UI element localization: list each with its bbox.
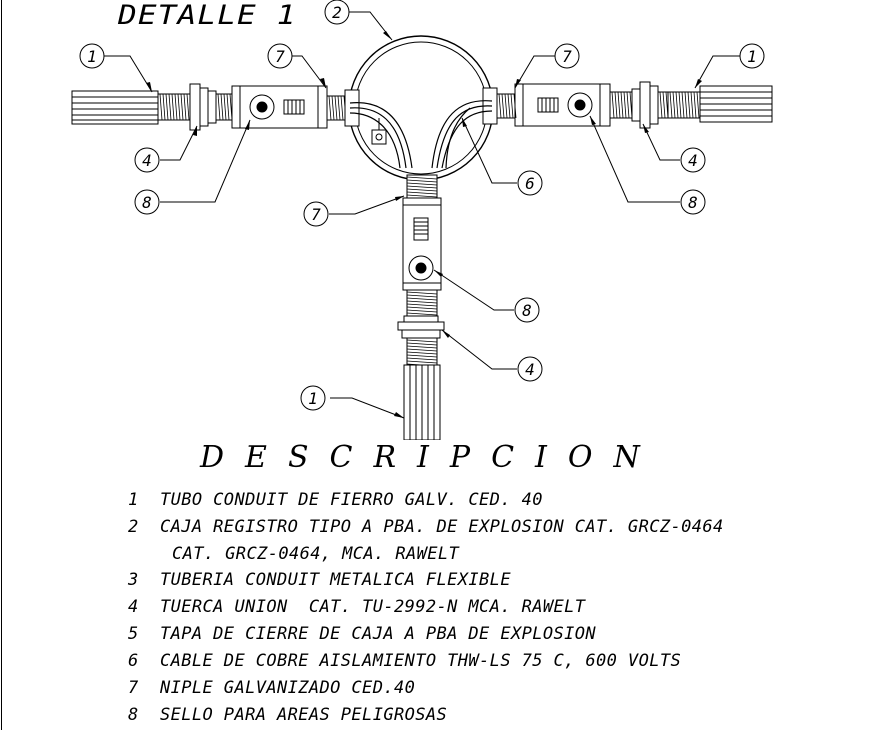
legend-item: 1 TUBO CONDUIT DE FIERRO GALV. CED. 40 (128, 487, 724, 514)
legend-number: 4 (128, 597, 139, 617)
legend-item: 5 TAPA DE CIERRE DE CAJA A PBA DE EXPLOSI… (128, 621, 724, 648)
left-conduit-tube (71, 90, 159, 125)
callout-4-left: 4 (134, 147, 160, 173)
callout-1-right: 1 (739, 43, 765, 69)
legend-number: 8 (128, 705, 139, 725)
svg-text:1: 1 (87, 47, 97, 66)
right-union-nut (631, 81, 659, 129)
callout-7-left: 7 (267, 43, 293, 69)
left-union-nut (189, 83, 217, 131)
callout-7-bottom: 7 (303, 201, 329, 227)
right-flex-coil (657, 91, 701, 119)
detail-title: DETALLE 1 (118, 0, 297, 31)
legend-item: 3 TUBERIA CONDUIT METALICA FLEXIBLE (128, 567, 724, 594)
left-nipple (326, 95, 347, 121)
legend-item: 2 CAJA REGISTRO TIPO A PBA. DE EXPLOSION … (128, 514, 724, 541)
callout-4-right: 4 (680, 147, 706, 173)
right-nipple (496, 93, 517, 119)
drawing-border (1, 0, 2, 730)
bottom-seal-fitting (402, 197, 442, 291)
legend-item: 7 NIPLE GALVANIZADO CED.40 (128, 675, 724, 702)
callout-8-left: 8 (134, 189, 160, 215)
legend-item: 8 SELLO PARA AREAS PELIGROSAS (128, 702, 724, 729)
legend-text: TUBO CONDUIT DE FIERRO GALV. CED. 40 (160, 490, 543, 510)
legend-text: TAPA DE CIERRE DE CAJA A PBA DE EXPLOSIO… (160, 624, 597, 644)
svg-text:7: 7 (275, 47, 285, 66)
bottom-flex-coil-2 (406, 337, 438, 367)
legend-number: 6 (128, 651, 139, 671)
bottom-flex-coil (406, 289, 438, 317)
legend-number: 5 (128, 624, 139, 644)
callout-1-left: 1 (79, 43, 105, 69)
svg-text:1: 1 (747, 47, 757, 66)
legend-number: 1 (128, 490, 139, 510)
svg-text:8: 8 (688, 193, 698, 212)
conduit-detail-drawing: 1 1 1 2 7 7 7 4 4 4 8 8 (71, 0, 773, 440)
legend-item: 6 CABLE DE COBRE AISLAMIENTO THW-LS 75 C,… (128, 648, 724, 675)
svg-text:8: 8 (522, 301, 532, 320)
legend-text-continuation: CAT. GRCZ-0464, MCA. RAWELT (172, 544, 460, 564)
callout-6: 6 (517, 170, 543, 196)
callout-7-right: 7 (554, 43, 580, 69)
svg-text:4: 4 (525, 360, 535, 379)
svg-text:4: 4 (688, 151, 698, 170)
callout-1-bottom: 1 (300, 385, 326, 411)
callout-2: 2 (324, 0, 350, 25)
svg-text:8: 8 (142, 193, 152, 212)
legend-number: 7 (128, 678, 139, 698)
copper-cables (349, 100, 493, 169)
legend-number: 2 (128, 517, 139, 537)
callout-8-bottom: 8 (514, 297, 540, 323)
left-flex-coil (157, 93, 191, 121)
leader-arrowheads (146, 31, 702, 418)
svg-text:2: 2 (332, 3, 342, 22)
legend-text: CAJA REGISTRO TIPO A PBA. DE EXPLOSION C… (160, 517, 724, 537)
left-seal-fitting (231, 85, 328, 129)
left-flex-coil-2 (215, 93, 233, 121)
legend-item-continuation: CAT. GRCZ-0464, MCA. RAWELT (128, 541, 724, 567)
bottom-union-nut (397, 315, 445, 339)
svg-text:7: 7 (562, 47, 572, 66)
svg-text:1: 1 (308, 389, 318, 408)
legend-text: NIPLE GALVANIZADO CED.40 (160, 678, 416, 698)
bottom-nipple (406, 174, 438, 199)
svg-text:7: 7 (311, 205, 321, 224)
callout-8-right: 8 (680, 189, 706, 215)
bottom-conduit-tube (403, 364, 441, 440)
description-heading: DESCRIPCION (200, 440, 661, 475)
legend-item: 4 TUERCA UNION CAT. TU-2992-N MCA. RAWELT (128, 594, 724, 621)
legend-text: TUERCA UNION CAT. TU-2992-N MCA. RAWELT (160, 597, 586, 617)
legend-text: TUBERIA CONDUIT METALICA FLEXIBLE (160, 570, 511, 590)
legend-text: CABLE DE COBRE AISLAMIENTO THW-LS 75 C, … (160, 651, 682, 671)
legend-number: 3 (128, 570, 139, 590)
right-conduit-tube (699, 85, 773, 123)
svg-text:6: 6 (525, 174, 535, 193)
legend-text: SELLO PARA AREAS PELIGROSAS (160, 705, 448, 725)
right-seal-fitting (514, 83, 611, 127)
right-flex-coil-2 (609, 91, 633, 119)
callout-4-bottom: 4 (517, 356, 543, 382)
svg-text:4: 4 (142, 151, 152, 170)
